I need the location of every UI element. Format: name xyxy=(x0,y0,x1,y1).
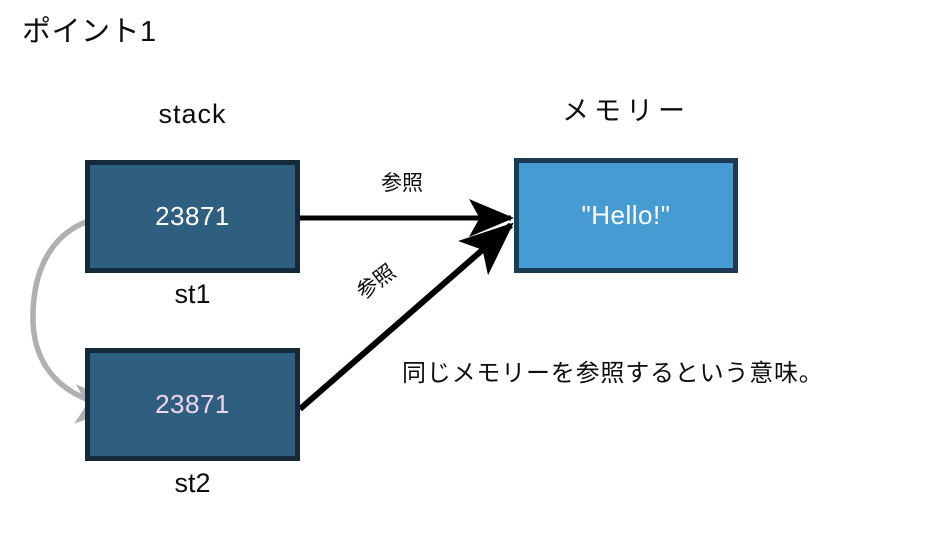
memory-section-label: メモリー xyxy=(562,96,690,126)
memory-value-box: "Hello!" xyxy=(514,158,738,273)
st1-to-st2-copy-arrow xyxy=(30,213,133,424)
explanation-note: 同じメモリーを参照するという意味。 xyxy=(402,360,824,387)
memory-value-text: "Hello!" xyxy=(581,200,671,230)
stack-variable-name-st1: st1 xyxy=(174,279,211,309)
st2-to-memory-reference-arrow xyxy=(298,222,514,412)
page-title: ポイント1 xyxy=(22,16,157,48)
stack-variable-value-st2: 23871 xyxy=(155,389,230,419)
stack-variable-name-st2: st2 xyxy=(174,468,211,498)
arrow-label-st1-reference: 参照 xyxy=(381,172,423,195)
stack-section-label: stack xyxy=(158,99,227,129)
stack-variable-box-st1: 23871 xyxy=(85,160,300,273)
stack-variable-box-st2: 23871 xyxy=(85,348,300,461)
stack-variable-value-st1: 23871 xyxy=(155,201,230,231)
